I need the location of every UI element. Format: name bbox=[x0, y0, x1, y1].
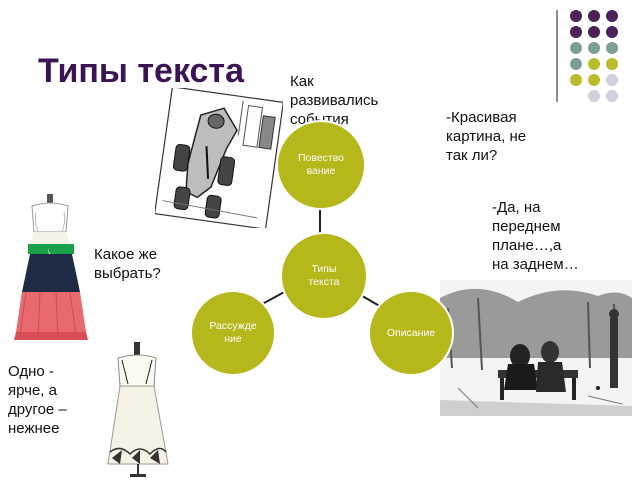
decorative-dot bbox=[606, 74, 618, 86]
diagram-node-description: Описание bbox=[368, 290, 454, 376]
diagram-node-center-label: Типы текста bbox=[308, 263, 340, 288]
diagram-node-reasoning: Рассужде ние bbox=[190, 290, 276, 376]
caption-beautiful: -Красивая картина, не так ли? bbox=[446, 109, 527, 164]
decorative-dot bbox=[606, 10, 618, 22]
caption-which: Какое же выбрать? bbox=[94, 246, 161, 282]
decorative-divider-line bbox=[556, 10, 558, 102]
decorative-dot bbox=[606, 58, 618, 70]
decorative-dot bbox=[606, 90, 618, 102]
decorative-dot bbox=[570, 74, 582, 86]
race-car-drawing-image bbox=[155, 88, 283, 228]
decorative-dot bbox=[588, 10, 600, 22]
diagram-node-narration-label: Повество вание bbox=[297, 152, 345, 177]
decorative-dot bbox=[588, 90, 600, 102]
slide-title: Типы текста bbox=[38, 52, 244, 90]
caption-one: Одно - ярче, а другое – нежнее bbox=[8, 363, 67, 437]
decorative-dot bbox=[570, 26, 582, 38]
decorative-dot bbox=[588, 74, 600, 86]
decorative-dot bbox=[570, 58, 582, 70]
decorative-dot-grid bbox=[570, 10, 618, 102]
decorative-dot bbox=[570, 42, 582, 54]
park-bench-sketch-image bbox=[440, 280, 632, 416]
decorative-dot bbox=[588, 42, 600, 54]
diagram-node-reasoning-label: Рассужде ние bbox=[209, 320, 257, 345]
striped-dress-image bbox=[14, 194, 88, 340]
diagram-node-center: Типы текста bbox=[280, 232, 368, 320]
decorative-dot bbox=[606, 42, 618, 54]
white-dress-image bbox=[107, 342, 169, 477]
decorative-dot bbox=[606, 26, 618, 38]
caption-yes: -Да, на переднем плане…,а на заднем… bbox=[492, 199, 579, 273]
decorative-dot bbox=[588, 58, 600, 70]
caption-events: Как развивались события bbox=[290, 73, 379, 128]
decorative-dot bbox=[570, 10, 582, 22]
diagram-node-description-label: Описание bbox=[386, 326, 436, 339]
decorative-dot bbox=[588, 26, 600, 38]
diagram-node-narration: Повество вание bbox=[276, 120, 366, 210]
